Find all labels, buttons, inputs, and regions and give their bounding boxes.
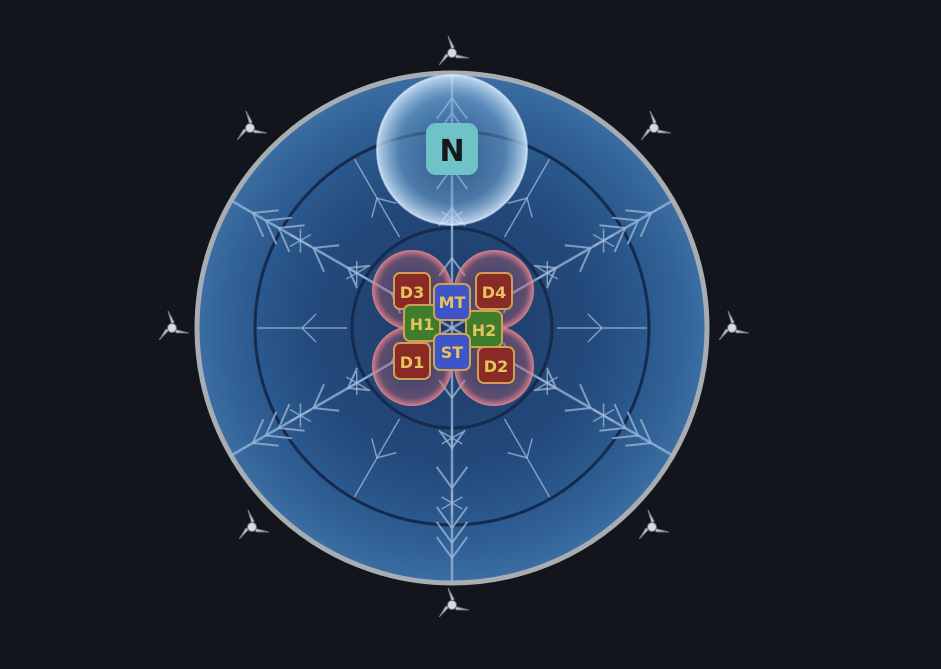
waymark-north[interactable]: N	[426, 123, 478, 175]
token-d3[interactable]: D3	[393, 272, 431, 310]
waymark-north-label: N	[439, 134, 464, 169]
token-label: H1	[410, 315, 435, 334]
shuriken-icon	[438, 35, 469, 66]
shuriken-markers	[158, 35, 749, 618]
party-tokens: D3 D4 D1 D2 H1 H2 MT ST	[393, 272, 515, 384]
shuriken-icon	[718, 310, 749, 341]
token-label: D1	[400, 353, 424, 372]
token-label: ST	[441, 343, 464, 362]
shuriken-icon	[158, 310, 189, 341]
token-h2[interactable]: H2	[465, 310, 503, 348]
shuriken-icon	[638, 509, 669, 540]
shuriken-icon	[640, 110, 671, 141]
shuriken-icon	[438, 587, 469, 618]
token-label: D4	[482, 283, 506, 302]
token-h1[interactable]: H1	[403, 304, 441, 342]
token-d1[interactable]: D1	[393, 342, 431, 380]
token-label: D2	[484, 357, 508, 376]
token-label: D3	[400, 283, 424, 302]
token-label: H2	[472, 321, 497, 340]
token-st[interactable]: ST	[433, 333, 471, 371]
ice-bubble-edge	[376, 74, 528, 226]
shuriken-icon	[236, 110, 267, 141]
token-mt[interactable]: MT	[433, 283, 471, 321]
token-d2[interactable]: D2	[477, 346, 515, 384]
token-label: MT	[439, 293, 466, 312]
token-d4[interactable]: D4	[475, 272, 513, 310]
shuriken-icon	[238, 509, 269, 540]
